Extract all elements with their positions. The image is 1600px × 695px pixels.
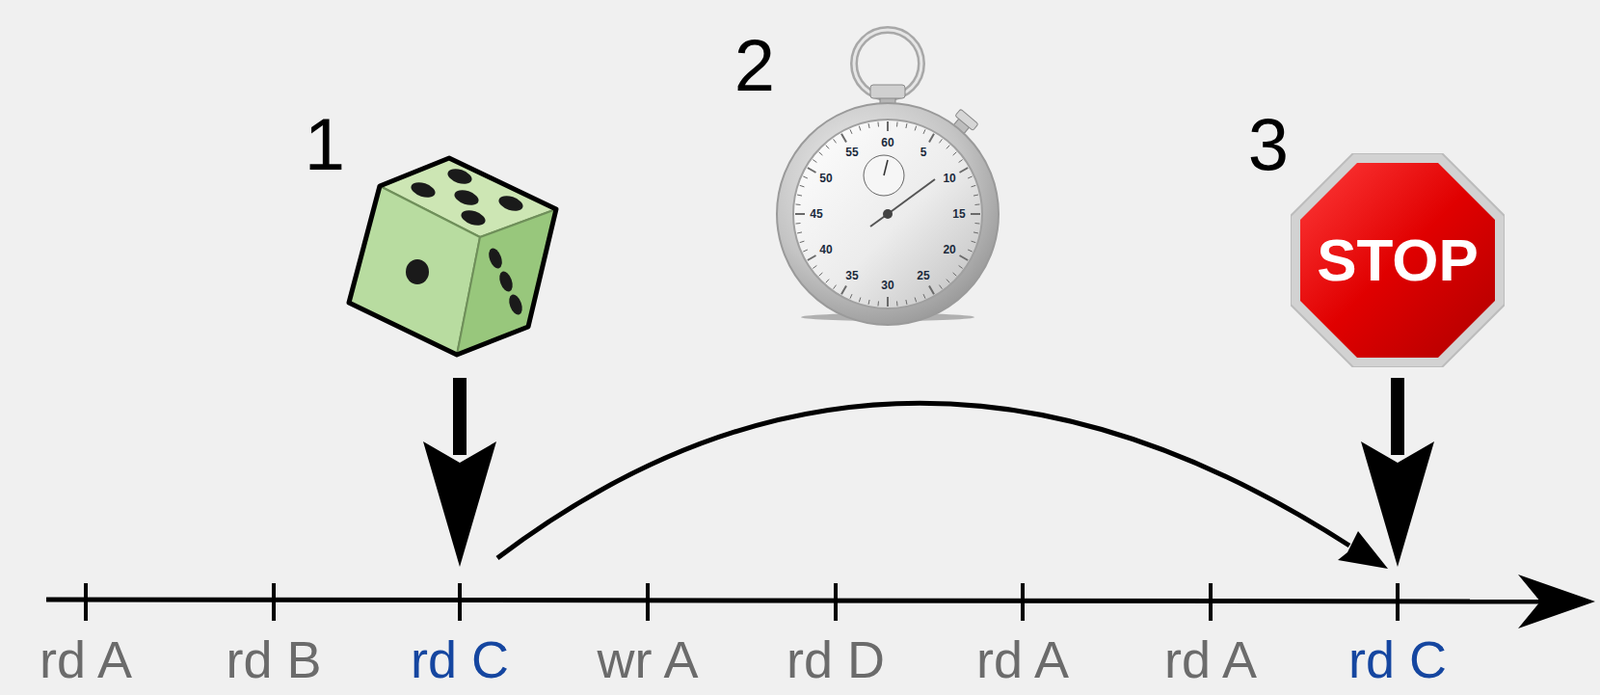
dial-number: 45 [809,208,823,220]
dial-number: 60 [880,136,894,149]
access-label: rd D [786,633,885,686]
access-label: rd B [225,633,321,686]
sign-text: STOP [1316,230,1479,291]
access-label: rd A [1164,633,1257,686]
reuse-arc [497,402,1388,569]
callout-number: 3 [1248,107,1289,182]
stopwatch-icon [776,29,999,325]
dice-pips [405,165,526,317]
dial-number: 50 [819,172,832,185]
access-label: rd A [39,633,133,686]
dial-number: 30 [880,279,894,292]
dice-icon [348,158,557,355]
callout-number: 2 [734,28,775,103]
access-label: rd C [1348,633,1447,686]
dial-number: 35 [845,269,858,282]
dial-number: 40 [819,243,832,256]
dial-number: 15 [952,208,965,220]
dial-number: 5 [920,146,928,159]
timeline-axis [46,574,1596,629]
dial-number: 25 [916,269,930,282]
pointer-arrows [423,377,1435,567]
dial-number: 20 [942,243,956,256]
stop-sign: STOP [1290,153,1505,368]
dial-number: 10 [942,172,956,185]
access-label: wr A [596,633,698,686]
callout-number: 1 [304,107,346,182]
dial-number: 55 [845,146,858,159]
access-label: rd C [410,633,509,686]
access-label: rd A [976,633,1069,686]
